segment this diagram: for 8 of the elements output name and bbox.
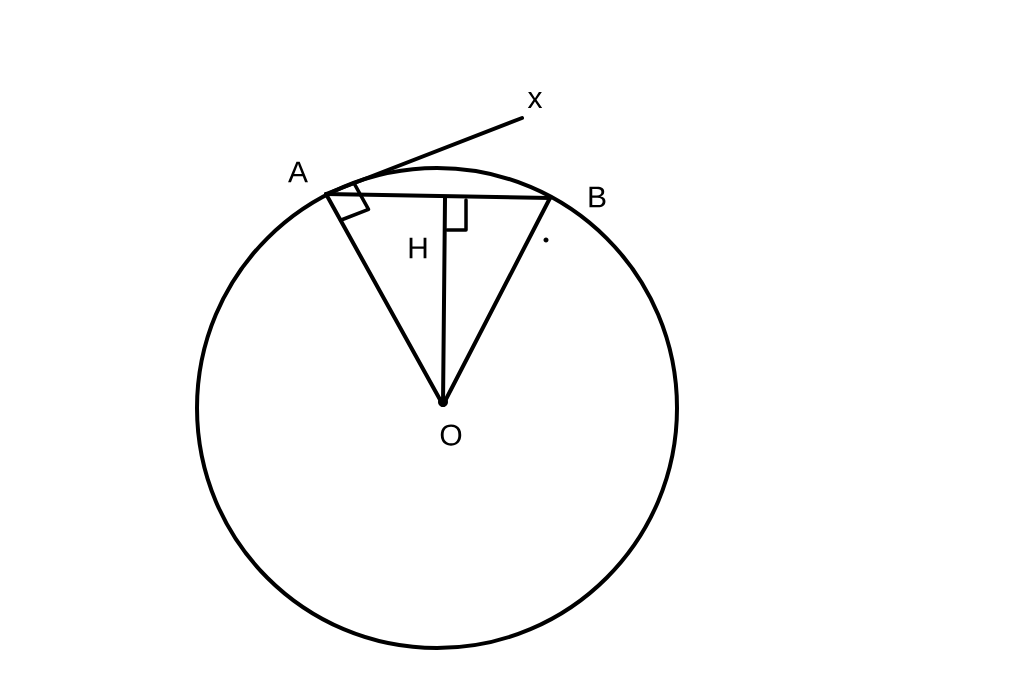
point-label: x xyxy=(527,92,543,108)
line-segment xyxy=(441,196,447,407)
point-label: O xyxy=(438,397,462,446)
line-segment xyxy=(324,116,524,196)
line-segment xyxy=(324,192,552,200)
point-label: A xyxy=(288,161,308,183)
point-label: B xyxy=(589,186,606,208)
point-label: H xyxy=(409,237,427,259)
